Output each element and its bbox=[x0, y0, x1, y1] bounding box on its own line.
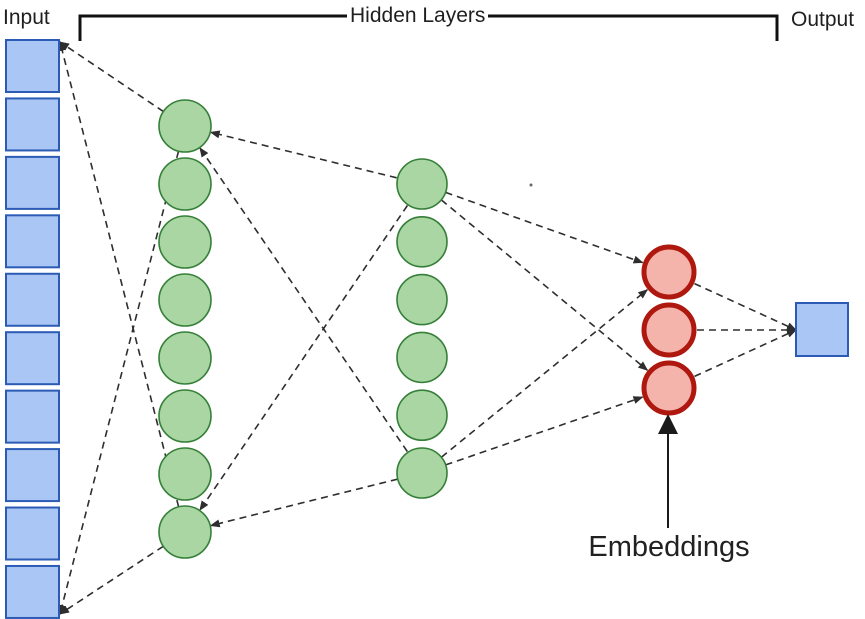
input-node bbox=[5, 448, 60, 503]
embedding-node bbox=[641, 360, 697, 416]
hidden1-node bbox=[158, 505, 212, 559]
input-node bbox=[5, 97, 60, 152]
connection-edge bbox=[694, 329, 797, 378]
hidden1-node bbox=[158, 157, 212, 211]
connection-edge bbox=[440, 199, 649, 371]
input-node bbox=[5, 214, 60, 269]
hidden1-node bbox=[158, 215, 212, 269]
hidden-layers-label: Hidden Layers bbox=[347, 3, 489, 29]
output-layer-label: Output bbox=[791, 8, 855, 31]
connection-edge bbox=[440, 289, 649, 458]
embeddings-arrowhead bbox=[658, 414, 678, 434]
hidden2-node bbox=[396, 216, 448, 268]
hidden2-node bbox=[396, 447, 448, 499]
connection-edge bbox=[58, 151, 180, 615]
input-node bbox=[5, 389, 60, 444]
connection-edge bbox=[59, 545, 164, 615]
input-node bbox=[5, 564, 60, 619]
hidden2-node bbox=[396, 158, 448, 210]
stray-dot bbox=[529, 183, 533, 187]
hidden2-node bbox=[396, 389, 448, 442]
hidden1-node bbox=[158, 447, 212, 501]
connection-edge bbox=[445, 191, 644, 264]
input-node bbox=[5, 155, 60, 210]
output-node bbox=[795, 302, 849, 357]
embedding-node bbox=[641, 302, 697, 358]
hidden1-node bbox=[158, 273, 212, 327]
connection-edge bbox=[199, 147, 408, 452]
connection-edge bbox=[58, 41, 180, 507]
hidden1-node bbox=[158, 389, 212, 443]
hidden1-node bbox=[158, 99, 212, 153]
hidden2-node bbox=[396, 331, 448, 384]
embedding-node bbox=[641, 244, 697, 300]
connection-edge bbox=[694, 282, 797, 331]
input-node bbox=[5, 506, 60, 561]
connection-edge bbox=[445, 396, 644, 466]
hidden1-node bbox=[158, 331, 212, 385]
connection-edge bbox=[209, 130, 397, 179]
connection-edge bbox=[199, 205, 409, 511]
input-node bbox=[5, 331, 60, 386]
hidden2-node bbox=[396, 273, 448, 326]
connection-edge bbox=[59, 41, 164, 113]
input-node bbox=[5, 39, 60, 93]
embeddings-label: Embeddings bbox=[588, 531, 750, 563]
input-layer-label: Input bbox=[3, 6, 50, 29]
connection-edge bbox=[209, 478, 398, 528]
input-node bbox=[5, 272, 60, 327]
